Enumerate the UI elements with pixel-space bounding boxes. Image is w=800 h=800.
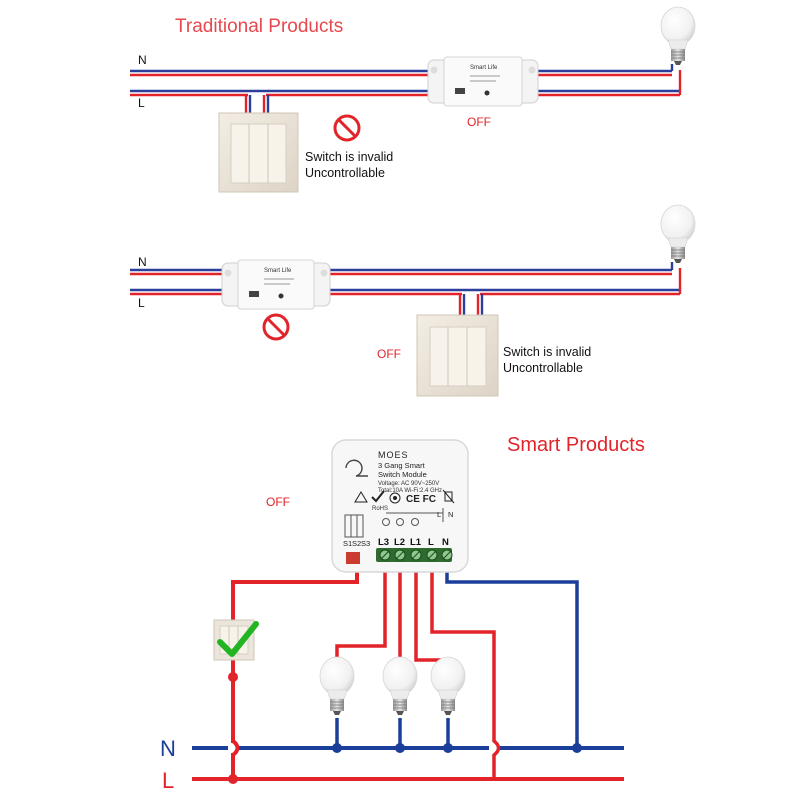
n-label: N bbox=[138, 53, 147, 67]
note-line1: Switch is invalid bbox=[503, 345, 591, 359]
wall-switch bbox=[416, 314, 499, 397]
svg-text:CE FC: CE FC bbox=[406, 494, 436, 505]
n-label: N bbox=[138, 255, 147, 269]
check-icon bbox=[217, 621, 259, 657]
status-off: OFF bbox=[266, 495, 290, 509]
note-line2: Uncontrollable bbox=[305, 166, 385, 180]
svg-text:RoHS: RoHS bbox=[372, 506, 388, 512]
traditional-diagram-2: N L Smart Life OFF Switch is invalid Unc… bbox=[130, 204, 696, 397]
traditional-diagram-1: N L Smart Life OFF Switch is invalid Unc… bbox=[130, 6, 696, 193]
note-line2: Uncontrollable bbox=[503, 361, 583, 375]
svg-text:Total:10A Wi-Fi:2.4 GHz: Total:10A Wi-Fi:2.4 GHz bbox=[378, 488, 442, 494]
wall-switch bbox=[218, 112, 299, 193]
moes-3-gang-module: MOES 3 Gang Smart Switch Module Voltage:… bbox=[331, 439, 469, 573]
l-label: L bbox=[162, 768, 174, 793]
l-label: L bbox=[138, 96, 145, 110]
bulb-icon bbox=[319, 656, 355, 716]
svg-text:Switch Module: Switch Module bbox=[378, 470, 427, 479]
svg-text:S3: S3 bbox=[361, 539, 370, 548]
l-label: L bbox=[138, 296, 145, 310]
bulb-icon bbox=[660, 6, 696, 66]
n-label: N bbox=[160, 736, 176, 761]
bulb-icon bbox=[382, 656, 418, 716]
forbidden-icon bbox=[333, 114, 361, 142]
svg-text:MOES: MOES bbox=[378, 450, 409, 460]
bulb-icon bbox=[430, 656, 466, 716]
traditional-title: Traditional Products bbox=[175, 16, 343, 37]
svg-text:L2: L2 bbox=[394, 537, 405, 548]
bulb-icon bbox=[660, 204, 696, 264]
svg-text:L3: L3 bbox=[378, 537, 389, 548]
svg-text:L: L bbox=[428, 537, 434, 548]
svg-text:Smart Life: Smart Life bbox=[264, 268, 292, 274]
svg-text:3 Gang Smart: 3 Gang Smart bbox=[378, 461, 426, 470]
svg-text:S1: S1 bbox=[343, 539, 352, 548]
status-off: OFF bbox=[377, 347, 401, 361]
smart-module: Smart Life bbox=[427, 56, 539, 107]
smart-title: Smart Products bbox=[507, 434, 645, 456]
wall-switch bbox=[213, 619, 259, 661]
svg-text:Voltage: AC 90V~250V: Voltage: AC 90V~250V bbox=[378, 481, 439, 487]
status-off: OFF bbox=[467, 115, 491, 129]
svg-text:N: N bbox=[448, 510, 453, 519]
note-line1: Switch is invalid bbox=[305, 150, 393, 164]
smart-module: Smart Life bbox=[221, 259, 331, 310]
svg-text:L: L bbox=[437, 510, 441, 519]
svg-text:S2: S2 bbox=[352, 539, 361, 548]
smart-diagram: N L bbox=[160, 439, 624, 793]
svg-text:L1: L1 bbox=[410, 537, 422, 548]
forbidden-icon bbox=[262, 313, 290, 341]
svg-text:Smart Life: Smart Life bbox=[470, 65, 498, 71]
svg-text:N: N bbox=[442, 537, 449, 548]
